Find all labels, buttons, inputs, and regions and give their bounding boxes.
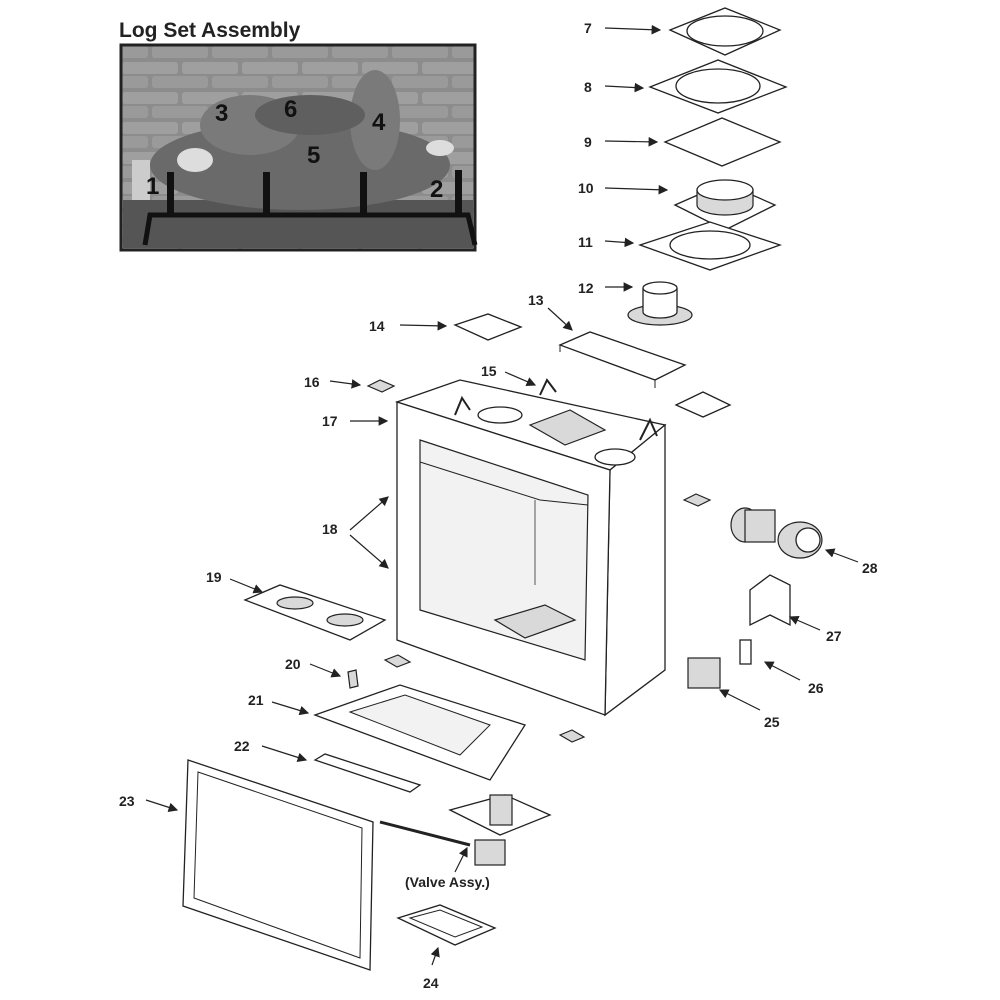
side-cover-plate [674, 391, 732, 418]
clip-bracket-lower [558, 729, 586, 743]
log-label-6: 6 [284, 96, 297, 123]
label-part-8: 8 [584, 79, 592, 95]
label-part-21: 21 [248, 692, 264, 708]
label-part-23: 23 [119, 793, 135, 809]
label-valve-assembly: (Valve Assy.) [405, 874, 490, 890]
label-part-19: 19 [206, 569, 222, 585]
label-part-28: 28 [862, 560, 878, 576]
side-bracket [682, 493, 712, 507]
log-label-1: 1 [146, 173, 159, 200]
label-part-20: 20 [285, 656, 301, 672]
part-14-cover-plate [453, 313, 523, 341]
label-part-25: 25 [764, 714, 780, 730]
label-part-16: 16 [304, 374, 320, 390]
label-part-18: 18 [322, 521, 338, 537]
part-24-tray [396, 904, 497, 946]
part-22-bar [313, 753, 422, 793]
part-19-burner-tray [243, 584, 387, 641]
part-16-bracket [366, 379, 396, 393]
log-set-title: Log Set Assembly [119, 19, 301, 42]
leader-arrows [145, 24, 859, 966]
part-8-plate [648, 59, 788, 114]
part-7-gasket [668, 7, 782, 56]
label-part-9: 9 [584, 134, 592, 150]
part-11-gasket [637, 221, 783, 271]
part-12-flue-cylinder [627, 281, 693, 326]
clip-bracket [383, 654, 412, 668]
part-21-bottom-panel [313, 684, 527, 781]
part-26-switch-plate [739, 639, 752, 665]
log-label-2: 2 [430, 176, 443, 203]
label-part-24: 24 [423, 975, 439, 991]
label-part-22: 22 [234, 738, 250, 754]
part-28-blower [730, 507, 823, 559]
part-10-collar [673, 179, 777, 231]
label-part-12: 12 [578, 280, 594, 296]
part-25-control-box [687, 657, 721, 689]
label-part-10: 10 [578, 180, 594, 196]
log-label-4: 4 [372, 109, 386, 136]
part-27-cover [749, 574, 791, 627]
label-part-11: 11 [578, 234, 593, 250]
label-part-15: 15 [481, 363, 497, 379]
label-part-27: 27 [826, 628, 842, 644]
part-20-clip [347, 669, 359, 689]
label-part-7: 7 [584, 20, 592, 36]
part-23-door-frame [182, 759, 374, 971]
label-part-26: 26 [808, 680, 824, 696]
part-9-plate [663, 117, 782, 167]
label-part-13: 13 [528, 292, 544, 308]
log-label-3: 3 [215, 100, 228, 127]
label-part-17: 17 [322, 413, 338, 429]
log-set-photo [119, 43, 478, 252]
log-label-5: 5 [307, 142, 320, 169]
part-13-baffle [558, 331, 687, 388]
label-part-14: 14 [369, 318, 385, 334]
valve-assembly [379, 794, 552, 866]
part-17-firebox [394, 378, 667, 717]
